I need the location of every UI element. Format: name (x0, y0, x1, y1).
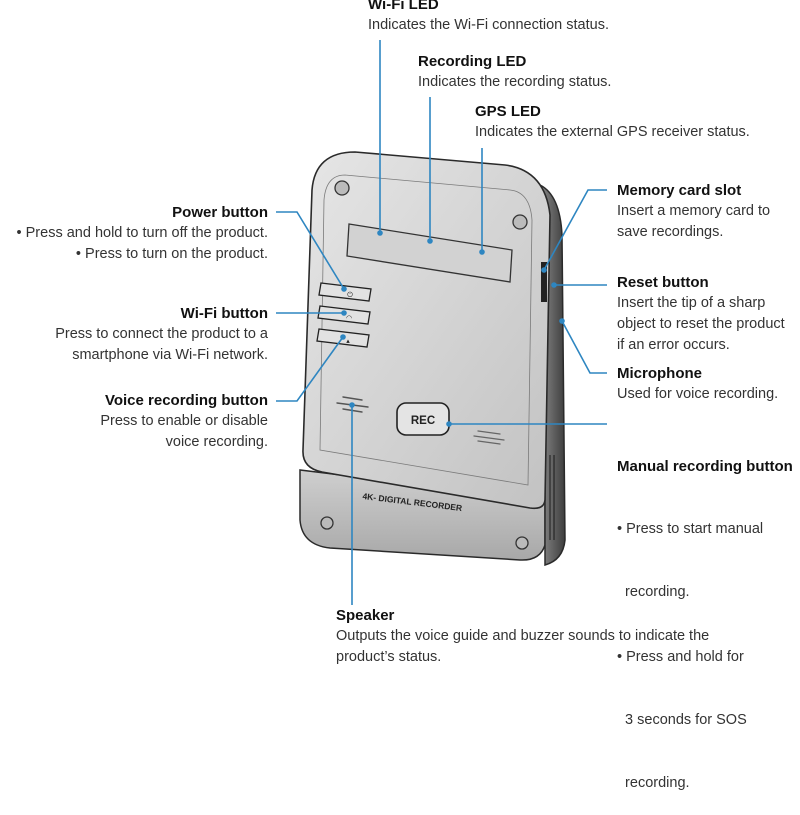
power-button-desc-1: • Press and hold to turn off the product… (16, 225, 268, 241)
reset-button-desc-1: Insert the tip of a sharp (617, 295, 766, 311)
mount-hole-right (512, 214, 528, 230)
voice-button-desc-2: voice recording. (165, 434, 268, 450)
recording-led-desc: Indicates the recording status. (418, 74, 612, 90)
gps-led-desc: Indicates the external GPS receiver stat… (475, 124, 750, 140)
wifi-led-desc: Indicates the Wi-Fi connection status. (368, 17, 609, 33)
svg-text:⏻: ⏻ (347, 291, 353, 299)
speaker-desc-2: product’s status. (336, 649, 442, 665)
wifi-button-callout: Wi-Fi button Press to connect the produc… (55, 303, 268, 366)
wifi-led-callout: Wi-Fi LED Indicates the Wi-Fi connection… (368, 0, 609, 36)
wifi-button-desc-1: Press to connect the product to a (55, 326, 268, 342)
speaker-callout: Speaker Outputs the voice guide and buzz… (336, 605, 709, 668)
base-hole-left (320, 516, 334, 530)
device-face (319, 174, 533, 486)
power-button-desc-2: • Press to turn on the product. (75, 246, 268, 262)
wifi-button-title: Wi-Fi button (180, 305, 268, 322)
reset-button-callout: Reset button Insert the tip of a sharp o… (617, 272, 785, 356)
mic-grille (473, 430, 505, 445)
mount-hole-left (334, 180, 350, 196)
memory-slot-desc-1: Insert a memory card to (617, 203, 771, 219)
base-hole-right (515, 536, 529, 550)
voice-button-title: Voice recording button (104, 392, 268, 409)
manual-rec-desc-3: • Press and hold for (617, 649, 744, 665)
manual-rec-desc-4: 3 seconds for SOS (617, 712, 747, 728)
memory-card-slot (541, 262, 547, 302)
callout-lines (276, 40, 607, 605)
voice-button-desc-1: Press to enable or disable (100, 413, 268, 429)
power-button-callout: Power button • Press and hold to turn of… (17, 202, 268, 265)
gps-led-title: GPS LED (475, 103, 541, 120)
svg-text:◠: ◠ (346, 314, 352, 322)
manual-rec-desc-1: • Press to start manual (617, 521, 764, 537)
recording-led-callout: Recording LED Indicates the recording st… (418, 51, 611, 93)
manual-rec-desc-5: recording. (617, 775, 690, 791)
rec-label: REC (411, 415, 435, 427)
side-vent (549, 455, 555, 540)
wifi-led-title: Wi-Fi LED (368, 0, 439, 13)
microphone-title: Microphone (617, 365, 702, 382)
manual-rec-title: Manual recording button (617, 458, 793, 475)
reset-button-desc-2: object to reset the product (617, 316, 785, 332)
speaker-title: Speaker (336, 607, 395, 624)
led-window (346, 223, 513, 283)
reset-button-title: Reset button (617, 274, 709, 291)
svg-text:▴: ▴ (346, 337, 350, 345)
microphone-callout: Microphone Used for voice recording. (617, 363, 778, 405)
recording-led-title: Recording LED (418, 53, 527, 70)
speaker-desc-1: Outputs the voice guide and buzzer sound… (336, 628, 710, 644)
device-body (302, 151, 551, 510)
reset-button-desc-3: if an error occurs. (617, 337, 730, 353)
memory-slot-callout: Memory card slot Insert a memory card to… (617, 180, 770, 243)
gps-led-callout: GPS LED Indicates the external GPS recei… (475, 101, 750, 143)
microphone-desc: Used for voice recording. (617, 386, 779, 402)
memory-slot-desc-2: save recordings. (617, 224, 724, 240)
manual-recording-button[interactable]: REC (396, 402, 450, 436)
memory-slot-title: Memory card slot (617, 182, 742, 199)
power-button[interactable]: ⏻ (318, 282, 372, 302)
wifi-button-desc-2: smartphone via Wi-Fi network. (72, 347, 268, 363)
manual-rec-desc-2: recording. (617, 584, 690, 600)
device-diagram: ⏻ ◠ ▴ REC 4K- DIGITAL RECORDER (276, 40, 607, 605)
voice-button-callout: Voice recording button Press to enable o… (100, 390, 268, 453)
power-button-title: Power button (172, 204, 268, 221)
callout-dots (340, 230, 565, 427)
